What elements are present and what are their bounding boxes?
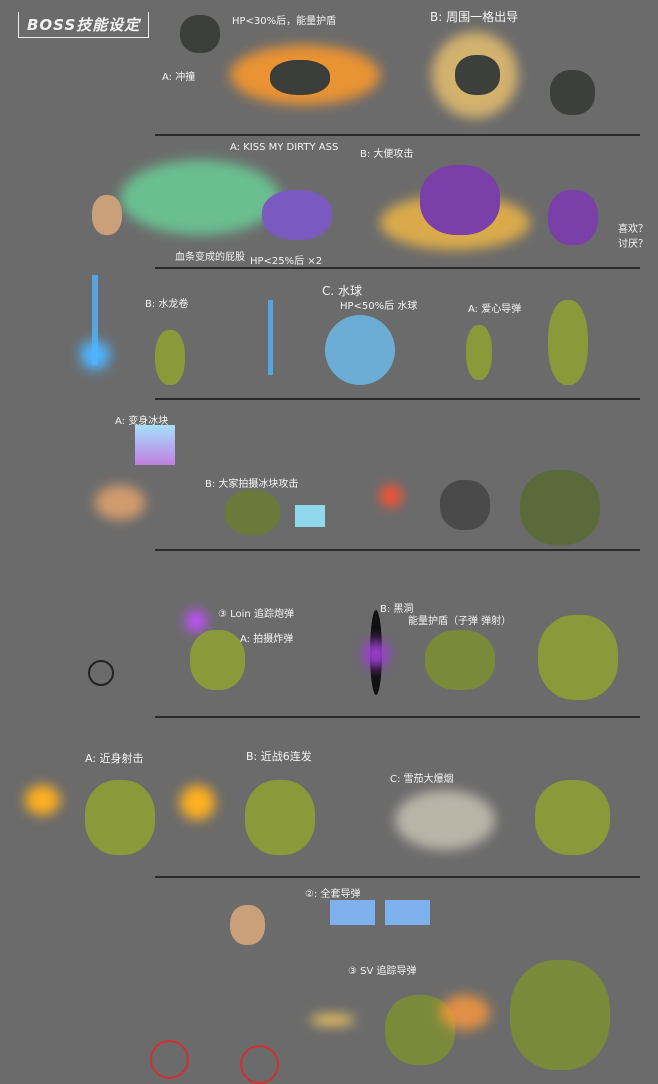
- water-effect: [80, 340, 110, 370]
- note: A: 变身冰块: [115, 416, 169, 427]
- target-reticle: [240, 1045, 279, 1084]
- note: C: 雪茄大爆烟: [390, 774, 454, 785]
- note: A: KISS MY DIRTY ASS: [230, 142, 339, 153]
- divider: [155, 716, 640, 718]
- boss-sketch: [420, 165, 500, 235]
- boss-sketch: [85, 780, 155, 855]
- note: HP<25%后 ×2: [250, 256, 323, 267]
- orb-effect: [362, 640, 390, 668]
- boss-sketch: [538, 615, 618, 700]
- missile-effect: [380, 485, 402, 507]
- note: 能量护盾（子弹 弹射）: [408, 616, 512, 627]
- note: B: 黑洞: [380, 604, 414, 615]
- boss-sketch: [520, 470, 600, 545]
- note: C. 水球: [322, 284, 363, 298]
- boss-sketch: [190, 630, 245, 690]
- note: ②: 全套导弹: [305, 889, 361, 900]
- boss-sketch: [466, 325, 492, 380]
- divider: [155, 549, 640, 551]
- muzzle-flash: [25, 785, 60, 815]
- note: B: 大家拍摄冰块攻击: [205, 479, 299, 490]
- boss-sketch: [425, 630, 495, 690]
- boss-sketch: [455, 55, 500, 95]
- muzzle-flash: [180, 785, 215, 820]
- note: 喜欢？ 讨厌？: [618, 224, 648, 250]
- water-column: [268, 300, 273, 375]
- player-sketch: [230, 905, 265, 945]
- fire-effect: [440, 995, 490, 1030]
- fire-effect: [95, 485, 145, 520]
- missile-pack: [330, 900, 375, 925]
- note: B: 近战6连发: [246, 750, 312, 763]
- note: B: 水龙卷: [145, 299, 189, 310]
- boss-sketch: [180, 15, 220, 53]
- boss-sketch: [510, 960, 610, 1070]
- orb-effect: [185, 610, 207, 632]
- boss-sketch: [155, 330, 185, 385]
- note: B: 大便攻击: [360, 149, 414, 160]
- boss-sketch: [440, 480, 490, 530]
- page-title: BOSS技能设定: [18, 12, 150, 38]
- ice-block: [295, 505, 325, 527]
- note: A: 近身射击: [85, 752, 144, 765]
- boss-sketch: [550, 70, 595, 115]
- note: A: 拍摄炸弹: [240, 634, 294, 645]
- note: HP<30%后，能量护盾: [232, 16, 337, 27]
- boss-sketch: [245, 780, 315, 855]
- water-column: [92, 275, 98, 365]
- boss-sketch: [535, 780, 610, 855]
- note: HP<50%后 水球: [340, 301, 418, 312]
- gas-effect: [120, 160, 280, 235]
- divider: [155, 267, 640, 269]
- divider: [155, 876, 640, 878]
- missile-pack: [385, 900, 430, 925]
- boss-sketch: [270, 60, 330, 95]
- target-reticle: [150, 1040, 189, 1079]
- note: B: 周围一格出导: [430, 10, 519, 24]
- divider: [155, 134, 640, 136]
- note: ③ SV 追踪导弹: [348, 966, 417, 977]
- boss-sketch: [548, 190, 598, 245]
- bullet-trail: [310, 1015, 355, 1025]
- note: ③ Loin 追踪炮弹: [218, 609, 294, 620]
- boss-sketch: [225, 490, 280, 535]
- player-sketch: [92, 195, 122, 235]
- boss-sketch: [548, 300, 588, 385]
- boss-sketch: [262, 190, 332, 240]
- note: A: 冲撞: [162, 72, 196, 83]
- ring-sketch: [88, 660, 114, 686]
- note: 血条变成的屁股: [175, 252, 245, 263]
- note: A: 爱心导弹: [468, 304, 522, 315]
- smoke-effect: [395, 790, 495, 850]
- water-bubble: [325, 315, 395, 385]
- ice-block: [135, 425, 175, 465]
- divider: [155, 398, 640, 400]
